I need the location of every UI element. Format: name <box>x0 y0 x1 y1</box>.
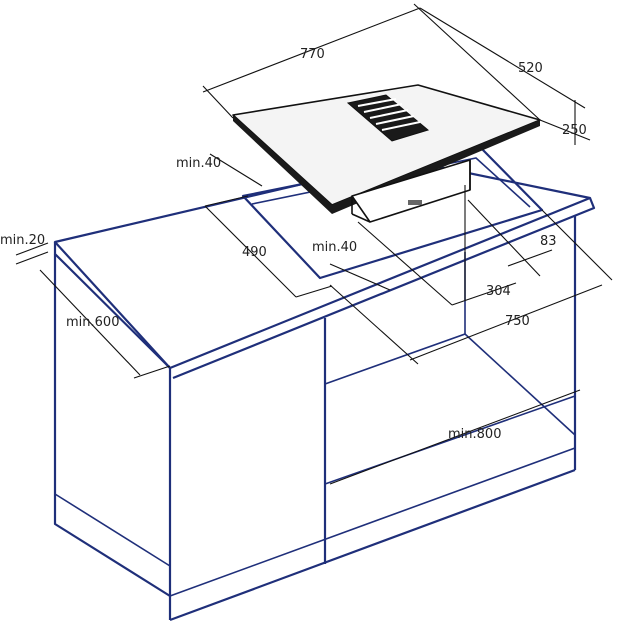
dim-min20-line <box>15 251 49 265</box>
dim-490-ext-top <box>204 195 249 207</box>
worktop-right-edge <box>172 197 596 380</box>
dim-490-ext-bottom <box>295 285 333 298</box>
dim-min40-left-line <box>209 153 263 187</box>
dim-min600-line <box>39 269 141 376</box>
label-vent-width: 304 <box>486 284 511 299</box>
dim-770-ext-left <box>202 85 234 119</box>
left-side-panel <box>53 254 171 597</box>
worktop-front-edge <box>53 242 172 380</box>
dim-min40-front-line <box>329 263 391 291</box>
hob <box>232 84 541 223</box>
label-cabinet-width: min.600 <box>66 315 119 330</box>
label-cutout-depth: 490 <box>242 245 267 260</box>
label-edge-gap-front: min.40 <box>312 240 357 255</box>
dim-750-ext-right <box>541 209 613 281</box>
motor-label <box>408 200 422 205</box>
dim-min800-line <box>329 389 581 485</box>
dimension-lines <box>15 3 613 485</box>
vent-grille-icon <box>346 94 430 142</box>
label-back-gap: min.20 <box>0 233 45 248</box>
dim-304-line <box>451 282 517 306</box>
dim-750-line <box>409 284 603 361</box>
dim-520-line <box>419 7 586 109</box>
cabinet <box>53 158 596 622</box>
label-hob-width: 770 <box>300 47 325 62</box>
dim-750-ext-left <box>329 284 419 365</box>
dim-min20-line-2 <box>15 242 49 256</box>
front-plinth-line <box>169 447 576 597</box>
shelf-opening <box>324 252 466 385</box>
label-edge-gap-left: min.40 <box>176 156 221 171</box>
dimension-labels: 770 520 250 min.40 490 min.40 83 304 750… <box>0 47 587 442</box>
dim-770-ext-right <box>413 3 541 121</box>
label-hob-height: 250 <box>562 123 587 138</box>
dim-250-ext <box>539 119 591 141</box>
dim-83-line <box>507 249 553 267</box>
dim-770-line <box>202 7 421 93</box>
dim-min600-ext <box>133 365 171 379</box>
left-plinth-line <box>54 493 171 567</box>
hob-glass-edge <box>233 115 540 214</box>
dim-304-ext <box>357 221 453 306</box>
label-cutout-width: 750 <box>505 314 530 329</box>
shelf-back <box>464 333 576 436</box>
shelf-base <box>324 395 576 485</box>
motor-housing-bottom <box>351 213 371 223</box>
label-hob-depth: 520 <box>518 61 543 76</box>
label-vent-offset: 83 <box>540 234 557 249</box>
label-cabinet-length: min.800 <box>448 427 501 442</box>
front-bottom <box>169 468 576 622</box>
dim-490-line <box>204 205 297 298</box>
dim-83-ext <box>467 199 541 277</box>
